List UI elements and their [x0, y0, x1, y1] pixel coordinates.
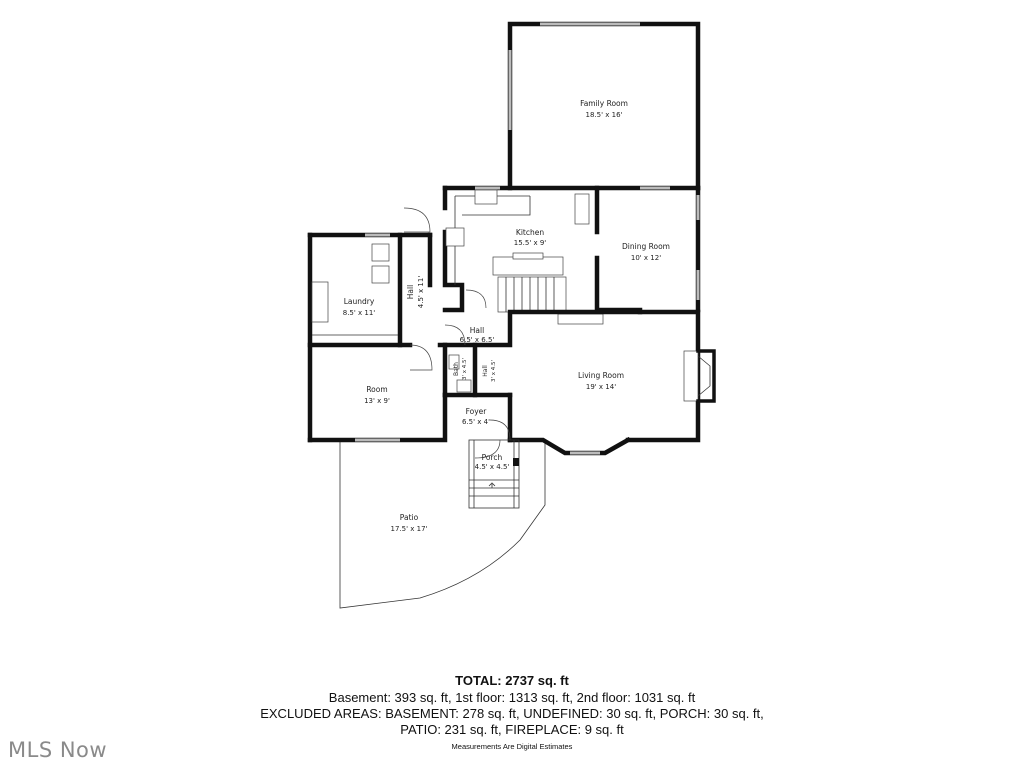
area-breakdown-line-2: EXCLUDED AREAS: BASEMENT: 278 sq. ft, UN…	[260, 706, 764, 721]
room-name: Room	[366, 385, 387, 394]
hall-vertical-dim: 4.5' x 11'	[417, 276, 425, 309]
foyer-dim: 6.5' x 4'	[462, 418, 490, 426]
kitchen-walls	[403, 185, 701, 325]
family-room-walls	[507, 21, 701, 191]
laundry-name: Laundry	[344, 297, 375, 306]
family-room-name: Family Room	[580, 99, 628, 108]
living-room-dim: 19' x 14'	[586, 383, 616, 391]
laundry-walls	[307, 232, 433, 443]
area-breakdown-line-1: Basement: 393 sq. ft, 1st floor: 1313 sq…	[328, 690, 696, 705]
laundry-dim: 8.5' x 11'	[343, 309, 376, 317]
porch	[468, 439, 520, 509]
living-room-name: Living Room	[578, 371, 624, 380]
area-breakdown-line-3: PATIO: 231 sq. ft, FIREPLACE: 9 sq. ft	[400, 722, 624, 737]
porch-name: Porch	[482, 453, 503, 462]
total-area: TOTAL: 2737 sq. ft	[455, 673, 569, 688]
hall-center-dim: 6.5' x 6.5'	[460, 336, 495, 344]
kitchen-dim: 15.5' x 9'	[514, 239, 547, 247]
patio-outline	[339, 440, 546, 609]
hall-vertical-name: Hall	[406, 285, 415, 299]
hall-small-name: Hall	[482, 365, 489, 377]
estimate-note: Measurements Are Digital Estimates	[451, 742, 573, 751]
patio-dim: 17.5' x 17'	[391, 525, 428, 533]
mls-now-logo: MLS Now	[8, 738, 108, 762]
area-summary: TOTAL: 2737 sq. ft Basement: 393 sq. ft,…	[0, 672, 1024, 751]
foyer-name: Foyer	[466, 407, 488, 416]
room-walls	[307, 392, 511, 443]
hall-center-name: Hall	[470, 326, 484, 335]
dining-room-dim: 10' x 12'	[631, 254, 661, 262]
staircase	[497, 276, 567, 313]
porch-dim: 4.5' x 4.5'	[475, 463, 510, 471]
hall-small-dim: 3' x 4.5'	[491, 360, 497, 382]
fireplace	[683, 349, 716, 403]
kitchen-name: Kitchen	[516, 228, 544, 237]
bath-name: Bath	[453, 362, 460, 376]
family-room-dim: 18.5' x 16'	[586, 111, 623, 119]
dining-room-name: Dining Room	[622, 242, 670, 251]
center-walls	[409, 309, 716, 456]
patio-name: Patio	[400, 513, 419, 522]
room-dim: 13' x 9'	[364, 397, 390, 405]
bath-dim: 3' x 4.5'	[462, 358, 468, 380]
